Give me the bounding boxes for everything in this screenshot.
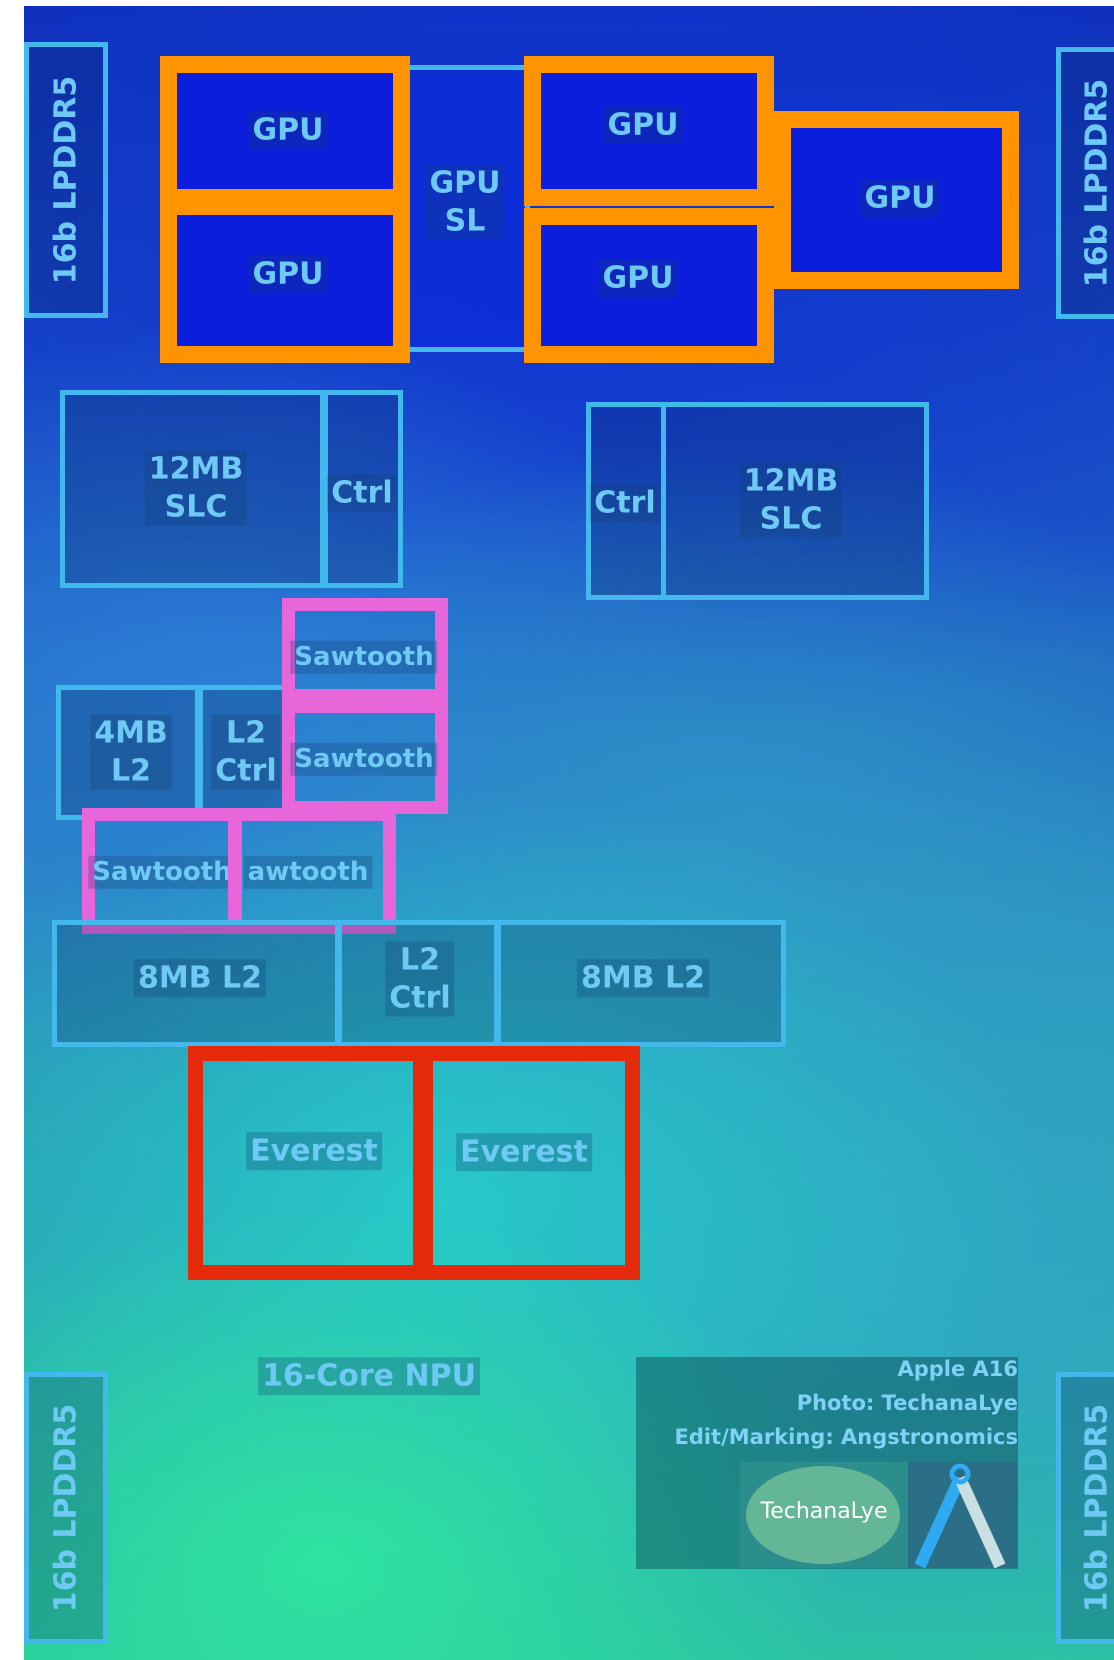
credit-edit: Edit/Marking: Angstronomics [674, 1425, 1018, 1449]
sawtooth-label-3: Sawtooth [88, 855, 236, 889]
l2-ctrl-small-label: L2 Ctrl [211, 714, 281, 790]
ctrl-label-right: Ctrl [590, 484, 660, 522]
everest-label-1: Everest [246, 1132, 382, 1170]
gpu-label-3: GPU [603, 106, 683, 144]
sawtooth-label-2: Sawtooth [290, 742, 438, 776]
lpddr-label-bottom-right: 16b LPDDR5 [1079, 1403, 1114, 1613]
credit-photo: Photo: TechanaLye [796, 1391, 1018, 1415]
sawtooth-core-1 [282, 598, 448, 702]
gpu-sl-label: GPU SL [425, 164, 505, 240]
slc-label-left: 12MB SLC [144, 450, 248, 526]
l2-8mb-block-right [496, 920, 786, 1047]
gpu-label-1: GPU [248, 111, 328, 149]
slc-block-left [60, 390, 325, 588]
gpu-fill-3 [538, 70, 760, 195]
techanalye-logo-text: TechanaLye [760, 1499, 888, 1524]
lpddr-label-top-left: 16b LPDDR5 [48, 75, 84, 285]
sawtooth-label-1: Sawtooth [290, 640, 438, 674]
l2-8mb-label-left: 8MB L2 [133, 959, 267, 997]
lpddr-block-bottom-right [1056, 1372, 1114, 1644]
lpddr-label-top-right: 16b LPDDR5 [1079, 78, 1114, 288]
l2-ctrl-mid-label: L2 Ctrl [385, 941, 455, 1017]
angstronomics-logo [908, 1462, 1018, 1568]
gpu-core-3 [524, 56, 774, 206]
lpddr-block-bottom-left [24, 1372, 108, 1644]
l2-4mb-label: 4MB L2 [90, 714, 172, 790]
gpu-core-5 [774, 111, 1019, 289]
everest-core-2 [418, 1046, 640, 1280]
gpu-fill-1 [174, 70, 394, 195]
gpu-label-5: GPU [860, 179, 940, 217]
lpddr-block-top-right [1056, 47, 1114, 319]
slc-block-right [661, 402, 929, 600]
everest-label-2: Everest [456, 1133, 592, 1171]
l2-8mb-block-left [52, 920, 340, 1047]
gpu-label-2: GPU [248, 255, 328, 293]
credit-chip: Apple A16 [897, 1357, 1018, 1381]
npu-label: 16-Core NPU [258, 1357, 480, 1395]
slc-label-right: 12MB SLC [739, 462, 843, 538]
sawtooth-label-4: awtooth [243, 855, 373, 889]
gpu-core-1 [160, 56, 410, 206]
ctrl-label-left: Ctrl [327, 474, 397, 512]
l2-8mb-label-right: 8MB L2 [576, 959, 710, 997]
gpu-fill-2 [174, 210, 394, 350]
lpddr-block-top-left [24, 42, 108, 318]
ctrl-block-left [323, 390, 403, 588]
gpu-fill-5 [788, 125, 1008, 280]
gpu-label-4: GPU [598, 259, 678, 297]
ctrl-block-right [586, 402, 666, 600]
techanalye-logo: TechanaLye [740, 1462, 908, 1568]
gpu-fill-4 [538, 222, 760, 352]
gpu-core-4 [524, 208, 774, 363]
gpu-core-2 [160, 198, 410, 363]
lpddr-label-bottom-left: 16b LPDDR5 [48, 1403, 84, 1613]
